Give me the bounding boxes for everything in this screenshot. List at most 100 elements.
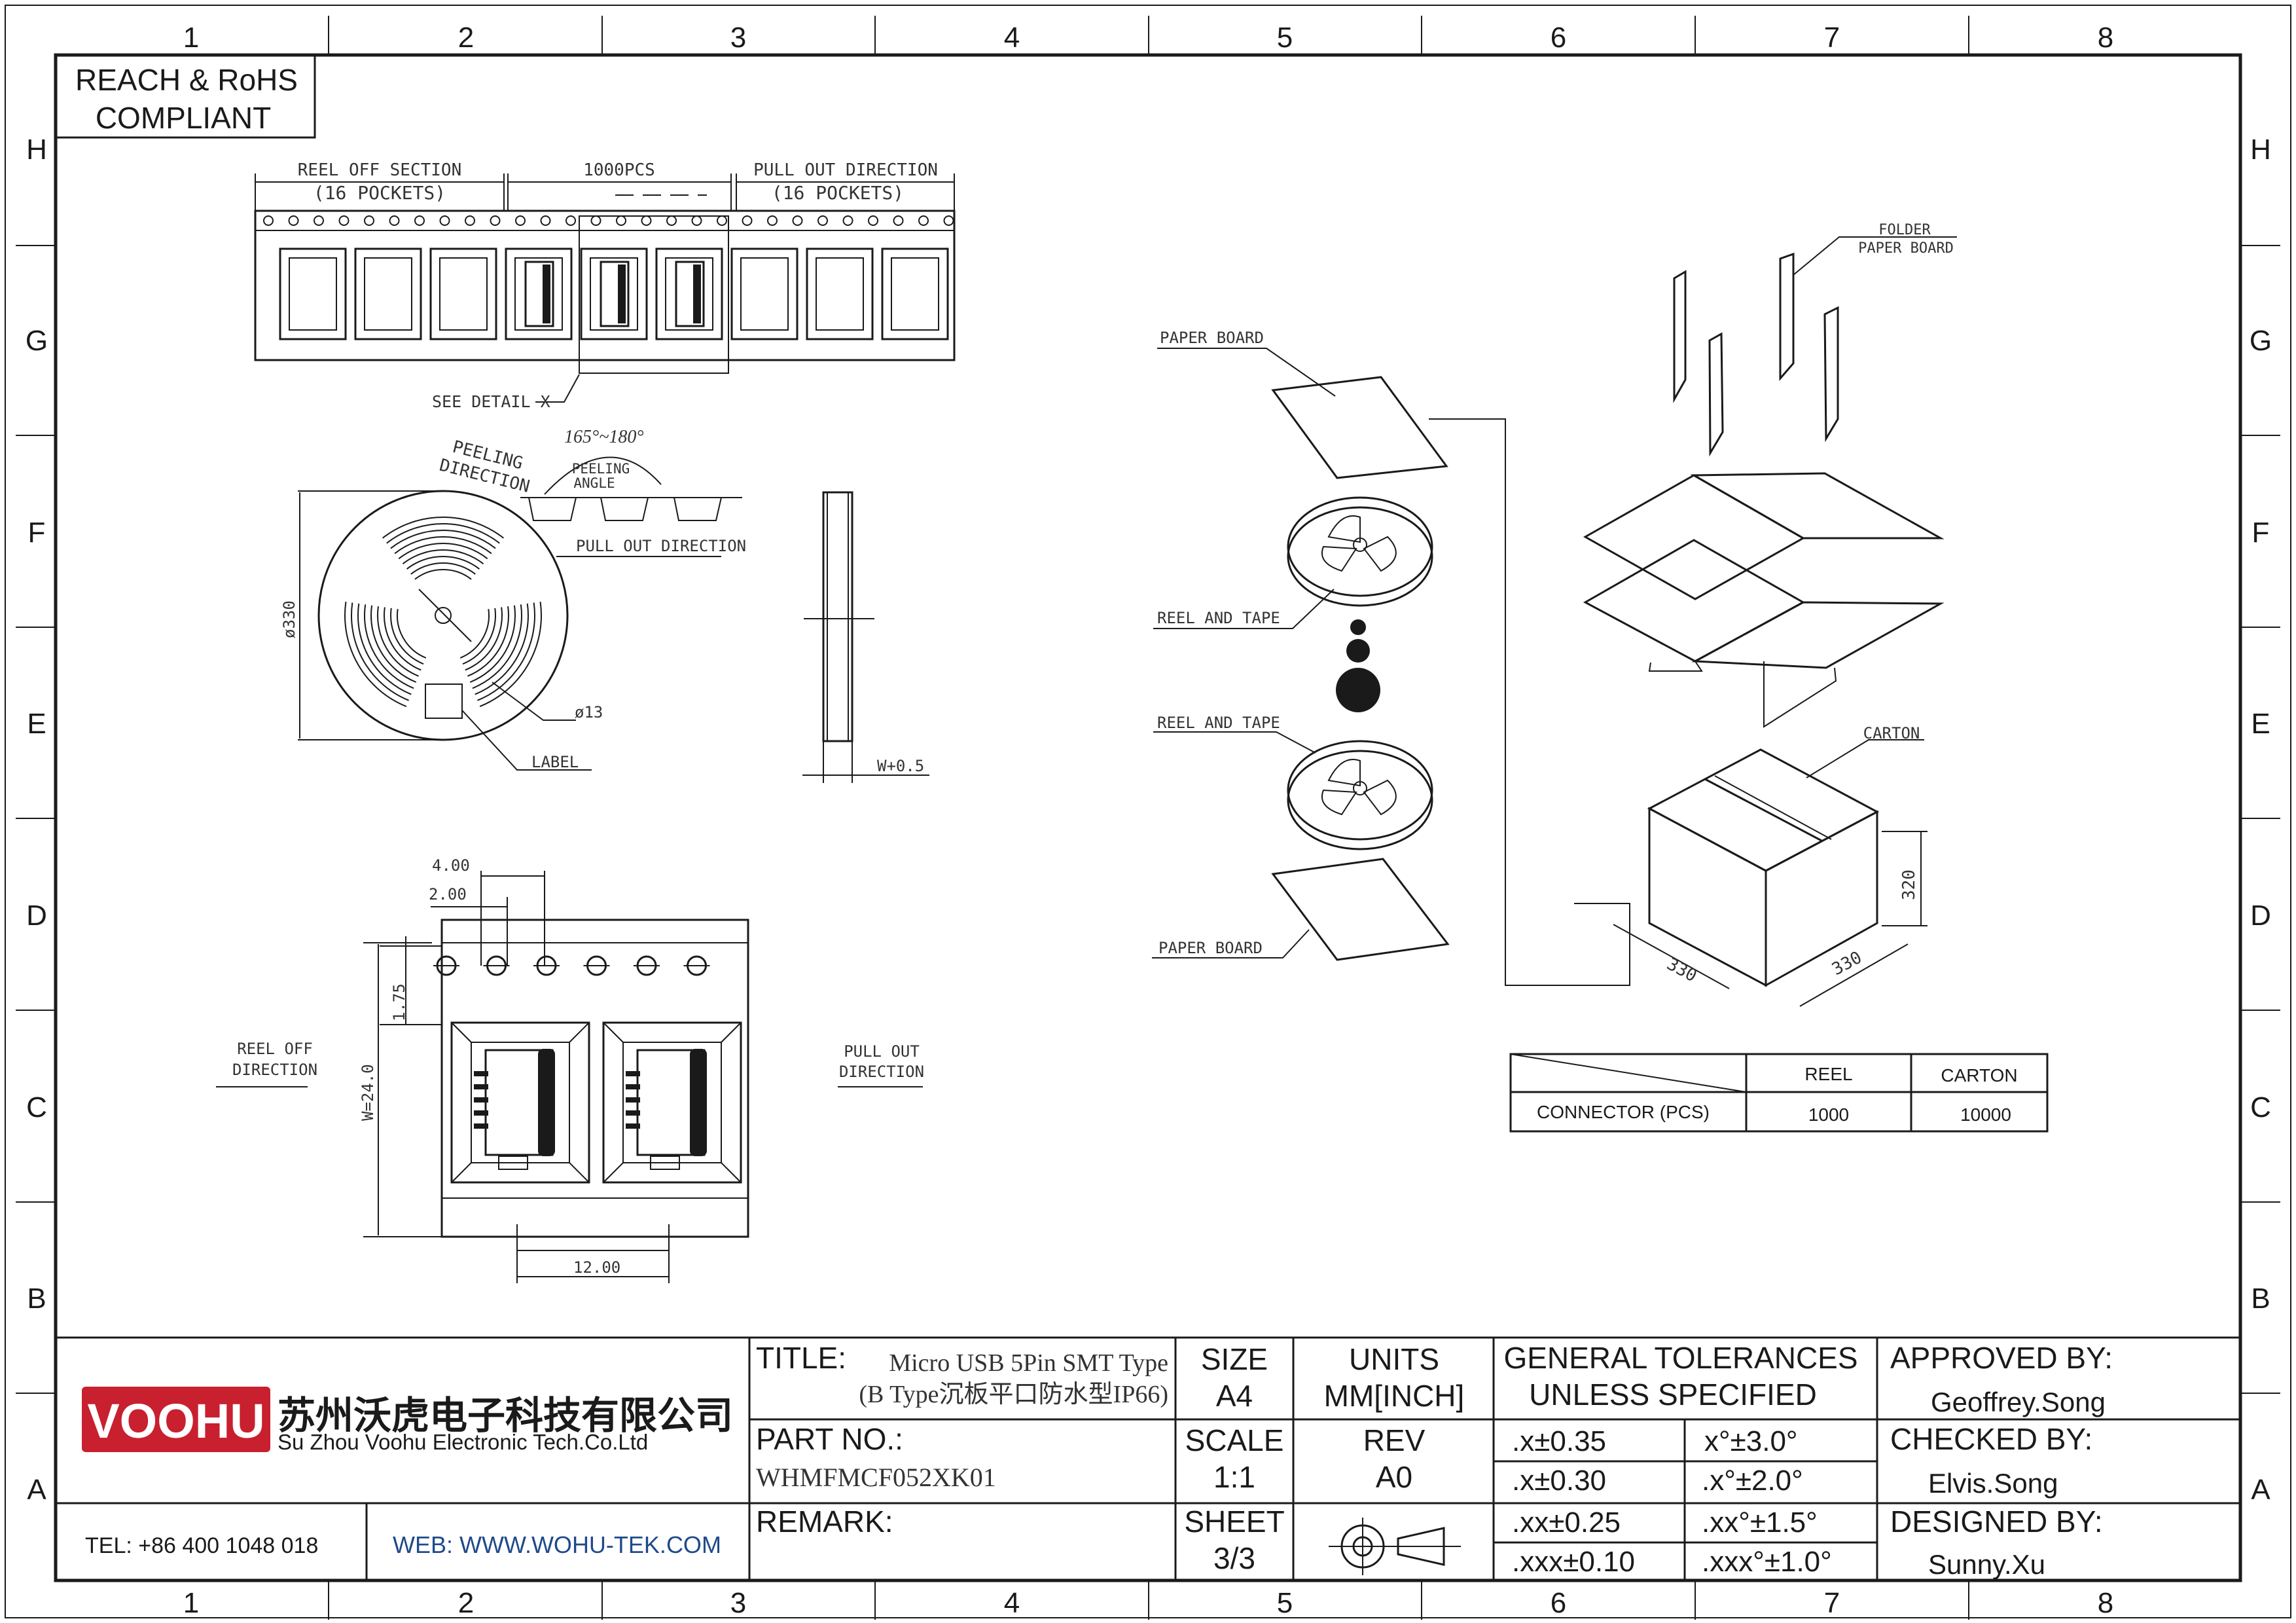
scale-value: 1:1: [1213, 1460, 1255, 1494]
part-no-label: PART NO.:: [756, 1422, 903, 1456]
sprocket-hole: [691, 215, 702, 226]
sprocket-hole: [616, 215, 626, 226]
zone-row-d-left: D: [26, 900, 47, 932]
sprocket-hole: [314, 215, 324, 226]
detail-x-frame: [579, 215, 729, 374]
detail-connector-pin: [474, 1097, 488, 1103]
reel-diameter-label: ø330: [280, 600, 298, 638]
reel-window-arc: [465, 607, 503, 671]
quantity-table: REEL CARTON CONNECTOR (PCS) 1000 10000: [1509, 1053, 2049, 1133]
packed-reel-2: [1287, 740, 1433, 850]
zone-row-a-right: A: [2251, 1474, 2270, 1506]
zone-row-h-right: H: [2250, 134, 2271, 166]
pocket-outer: [354, 247, 422, 340]
tape-detail-view: 4.00 2.00 1.75 W=24.0 12.00 REEL OFF DIR…: [216, 856, 924, 1283]
pocket-inner: [590, 257, 638, 331]
approved-by-label: APPROVED BY:: [1890, 1341, 2113, 1375]
detail-connector-pin: [626, 1084, 640, 1089]
pocket-outer: [429, 247, 497, 340]
reel-hub: [435, 607, 452, 624]
reel-window-arc: [467, 606, 509, 677]
size-label: SIZE: [1201, 1342, 1268, 1376]
designed-by-label: DESIGNED BY:: [1890, 1504, 2103, 1539]
peeling-angle-label-1: PEELING: [572, 461, 630, 477]
zone-row-g-right: G: [2250, 325, 2272, 357]
pocket-outer: [505, 247, 573, 340]
size-value: A4: [1216, 1379, 1253, 1413]
connector-shell: [693, 264, 701, 323]
reel-window-arc: [414, 569, 472, 580]
sprocket-hole: [490, 215, 501, 226]
carton-dim-h: 320: [1899, 869, 1919, 900]
reel-window-arc: [462, 608, 496, 665]
reel-window-arc: [390, 530, 496, 549]
reel-and-tape-label-1: REEL AND TAPE: [1157, 609, 1280, 627]
reel-off-direction-label-1: REEL OFF: [237, 1040, 313, 1058]
reel-off-direction-label-2: DIRECTION: [232, 1061, 317, 1079]
pocket-inner: [665, 257, 713, 331]
zone-col-7-top: 7: [1824, 22, 1840, 54]
title-label: TITLE:: [756, 1341, 846, 1375]
checked-by-value: Elvis.Song: [1928, 1468, 2058, 1499]
reel-outer-circle: [317, 490, 569, 741]
tape-strip-top: REEL OFF SECTION (16 POCKETS) 1000PCS PU…: [254, 160, 956, 411]
compliance-box: REACH & RoHS COMPLIANT: [54, 54, 316, 139]
sprocket-hole: [263, 215, 274, 226]
pocket-outer: [279, 247, 347, 340]
detail-connector-pin: [626, 1071, 640, 1076]
detail-pocket-outer: [602, 1021, 742, 1184]
sprocket-hole: [742, 215, 753, 226]
zone-col-4-top: 4: [1004, 22, 1020, 54]
closed-carton: [1647, 748, 1880, 987]
company-tel: TEL: +86 400 1048 018: [85, 1533, 318, 1558]
paper-board-bottom: [1271, 858, 1450, 961]
reel-window-arc: [350, 602, 409, 701]
pocket-chamfer: [569, 1022, 590, 1043]
reel-window-arc: [370, 605, 417, 683]
reel-window-arc: [459, 609, 490, 659]
tolerance-linear-3: .xx±0.25: [1512, 1506, 1621, 1539]
reel-window-arc: [477, 602, 536, 701]
dim-half-pitch-label: 2.00: [429, 885, 467, 903]
pockets-top: [279, 247, 949, 340]
pocket-inner: [439, 257, 488, 331]
reel-hub-diameter-label: ø13: [575, 703, 603, 721]
pocket-inner: [289, 257, 337, 331]
zone-col-8-bottom: 8: [2098, 1587, 2113, 1619]
sprocket-hole: [465, 215, 475, 226]
pocket-outer: [881, 247, 949, 340]
title-line-1: Micro USB 5Pin SMT Type: [889, 1349, 1168, 1377]
pocket-inner: [514, 257, 563, 331]
pocket-outer: [730, 247, 798, 340]
qty-reel-value: 1000: [1808, 1104, 1849, 1125]
reel-window-arc: [344, 601, 407, 708]
see-detail-x-label: SEE DETAIL X: [432, 392, 550, 411]
reel-window-arc: [469, 605, 516, 683]
part-no-value: WHMFMCF052XK01: [756, 1463, 996, 1492]
tolerance-linear-4: .xxx±0.10: [1512, 1546, 1635, 1578]
connector-part: [524, 261, 554, 327]
reel-window-arc: [364, 604, 414, 689]
detail-connector-pin: [474, 1110, 488, 1116]
reel-window-arc: [479, 601, 542, 708]
sprocket-hole: [439, 215, 450, 226]
dim-width-label: W=24.0: [359, 1064, 377, 1121]
pockets-detail: [450, 1021, 742, 1184]
company-name-cn: 苏州沃虎电子科技有限公司: [278, 1395, 733, 1437]
tolerances-title-2: UNLESS SPECIFIED: [1529, 1377, 1817, 1412]
sequence-dot-large: [1336, 668, 1380, 712]
paper-board-top: [1271, 376, 1448, 479]
approved-by-value: Geoffrey.Song: [1931, 1387, 2106, 1417]
carton-dim-b: 330: [1829, 948, 1865, 980]
sprocket-holes-detail: [433, 955, 710, 976]
detail-connector-tab: [498, 1156, 528, 1170]
zone-row-a-left: A: [27, 1474, 46, 1506]
sprocket-holes-top: [255, 215, 954, 231]
zone-row-e-right: E: [2251, 708, 2270, 740]
reel-and-tape-label-2: REEL AND TAPE: [1157, 714, 1280, 732]
scale-label: SCALE: [1185, 1423, 1284, 1457]
zone-row-b-right: B: [2251, 1283, 2270, 1315]
zone-row-d-right: D: [2250, 900, 2271, 932]
reel-side-view: W+0.5: [802, 491, 929, 783]
detail-connector-pin: [626, 1097, 640, 1103]
